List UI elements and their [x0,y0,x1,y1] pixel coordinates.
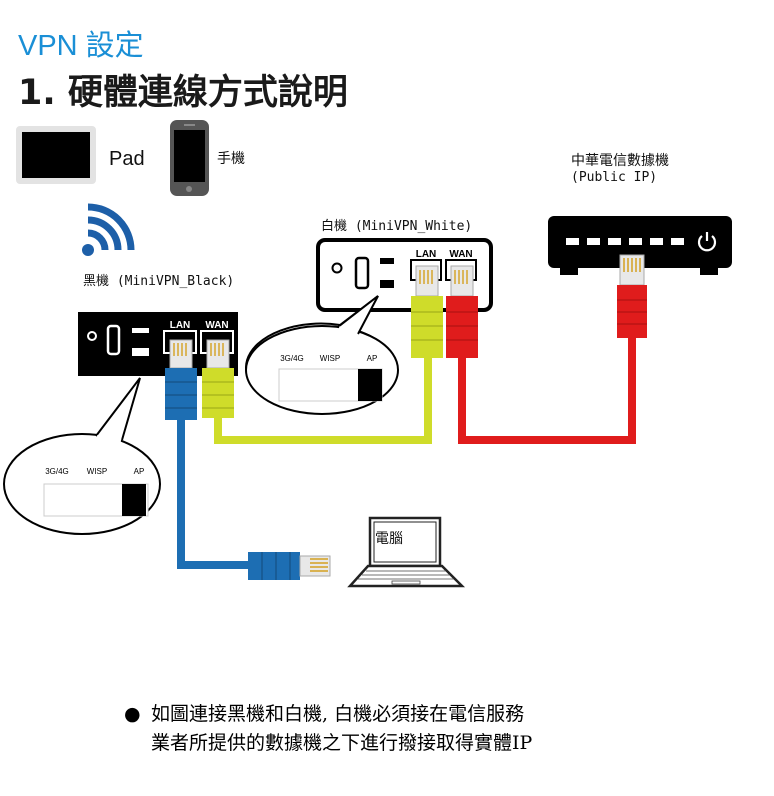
white-switch-callout: 3G/4G WISP AP [245,295,399,415]
yellow-cable [214,358,432,444]
power-icon [697,232,717,252]
computer-label: 電腦 [375,531,403,547]
white-switch-ap: AP [367,354,378,363]
wifi-icon [82,203,135,256]
red-plug [617,254,647,338]
pad-label: Pad [109,148,145,170]
yellow-plug-white [411,265,443,358]
bullet-icon: ● [124,703,141,725]
white-wan-label: WAN [449,249,472,260]
black-switch-callout: 3G/4G WISP AP [3,377,161,535]
phone-icon [170,120,209,196]
black-switch-ap: AP [134,467,145,476]
white-switch-3g4g: 3G/4G [280,354,304,363]
white-router-label: 白機 (MiniVPN_White) [321,219,473,234]
note-line-1: 如圖連接黑機和白機, 白機必須接在電信服務 [151,703,525,725]
black-switch-wisp: WISP [87,467,107,476]
blue-plug-black [165,339,197,420]
black-router-label: 黑機 (MiniVPN_Black) [83,274,235,289]
blue-cable [177,420,252,569]
red-plug-white [446,265,478,358]
white-router: LAN WAN [316,238,493,312]
heading: VPN 設定 [18,30,144,62]
tablet-icon [16,126,96,184]
modem-sublabel: (Public IP) [571,170,658,185]
red-cable [458,338,636,444]
modem-device [548,216,732,275]
page-title: 1. 硬體連線方式說明 [18,73,348,113]
blue-plug-computer [248,552,331,580]
yellow-plug-black [202,339,234,418]
black-lan-label: LAN [170,320,191,331]
laptop-icon [347,516,466,588]
black-wan-label: WAN [205,320,228,331]
white-switch-wisp: WISP [320,354,340,363]
note-line-2: 業者所提供的數據機之下進行撥接取得實體IP [151,732,533,754]
white-lan-label: LAN [416,249,437,260]
phone-label: 手機 [217,151,245,167]
black-switch-3g4g: 3G/4G [45,467,69,476]
modem-label: 中華電信數據機 [571,153,669,169]
